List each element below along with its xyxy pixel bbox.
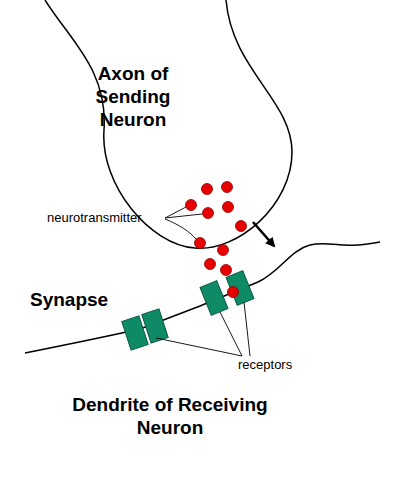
receptor-group [122, 271, 254, 350]
release-arrow [253, 222, 274, 246]
neurotransmitter-dot [205, 259, 216, 270]
neurotransmitter-dot [218, 245, 229, 256]
neurotransmitter-dot [221, 265, 232, 276]
node-text: Axon of Sending Neuron [68, 62, 198, 131]
receptor-symbol [142, 309, 168, 343]
axon-terminal-outline [45, 0, 292, 248]
neurotransmitter-dot [195, 238, 206, 249]
dendrite-membrane [25, 242, 380, 353]
neurotransmitter-dot [228, 287, 239, 298]
neurotransmitter-dot [203, 208, 214, 219]
leader-line [156, 338, 242, 356]
neurotransmitter-dots [186, 182, 247, 298]
part-label: neurotransmitter [47, 210, 167, 226]
neurotransmitter-dot [186, 200, 197, 211]
receptor-symbol [200, 281, 228, 316]
receptor-symbol [226, 271, 254, 306]
neurotransmitter-dot [223, 202, 234, 213]
leader-line [220, 312, 242, 356]
part-title: Dendrite of Receiving Neuron [60, 393, 280, 439]
neurotransmitter-dot [222, 182, 233, 193]
leader-line [165, 214, 202, 218]
axon-label-region: Axon of Sending Neuron [68, 62, 198, 131]
leader-lines [156, 207, 250, 356]
leader-line [244, 302, 250, 356]
neurotransmitter-dot [236, 221, 247, 232]
leader-line [165, 219, 196, 239]
region-label: Synapse [30, 288, 130, 311]
part-label: receptors [238, 357, 338, 373]
neurotransmitter-dot [202, 184, 213, 195]
